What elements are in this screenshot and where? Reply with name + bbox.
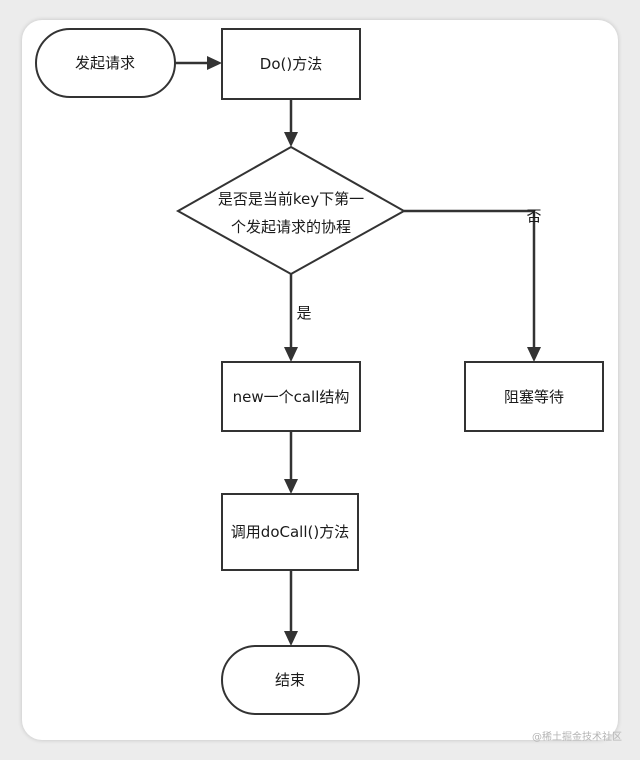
node-docall-label: 调用doCall()方法 [231, 523, 349, 541]
node-block-wait: 阻塞等待 [464, 361, 604, 432]
edge-decision-to-block [404, 209, 541, 362]
node-decision-label-line2: 个发起请求的协程 [231, 218, 351, 236]
node-new-call-label: new一个call结构 [233, 388, 350, 406]
node-start-label: 发起请求 [75, 54, 135, 72]
node-start: 发起请求 [35, 28, 176, 98]
edge-decision-to-newcall [284, 274, 298, 362]
watermark-text: @稀土掘金技术社区 [532, 730, 622, 743]
node-decision: 是否是当前key下第一 个发起请求的协程 [175, 145, 407, 276]
edge-start-to-do [175, 56, 222, 70]
edge-do-to-decision [284, 100, 298, 147]
node-decision-label-line1: 是否是当前key下第一 [218, 190, 364, 208]
edge-label-no: 否 [526, 207, 541, 225]
node-new-call: new一个call结构 [221, 361, 361, 432]
node-end-label: 结束 [275, 671, 305, 689]
edge-newcall-to-docall [284, 431, 298, 494]
node-end: 结束 [221, 645, 360, 715]
node-do-method-label: Do()方法 [260, 55, 322, 73]
edge-docall-to-end [284, 570, 298, 646]
node-do-method: Do()方法 [221, 28, 361, 100]
node-block-wait-label: 阻塞等待 [504, 388, 564, 406]
edge-label-yes: 是 [296, 304, 311, 322]
node-docall: 调用doCall()方法 [221, 493, 359, 571]
